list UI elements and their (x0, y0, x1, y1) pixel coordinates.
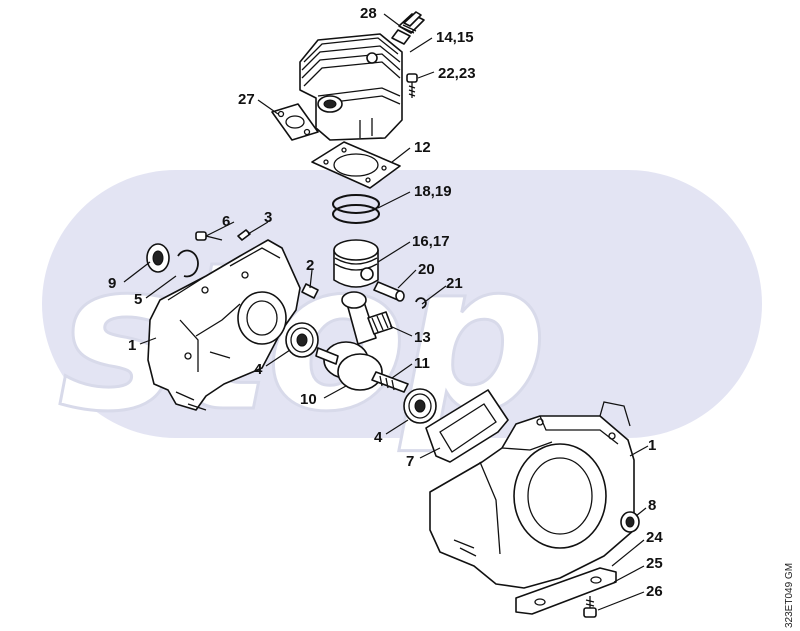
callout-14-15: 14,15 (436, 29, 474, 46)
dowel-pin (301, 283, 319, 299)
piston-pin (373, 281, 405, 302)
callout-28: 28 (360, 5, 377, 22)
callout-24: 24 (646, 529, 663, 546)
crankcase-gasket (425, 389, 509, 463)
circlip-left (177, 249, 199, 278)
callout-20: 20 (418, 261, 435, 278)
piston (333, 239, 379, 288)
pin-3 (237, 229, 251, 241)
crankshaft (315, 291, 409, 393)
callout-6: 6 (222, 213, 230, 230)
callout-7: 7 (406, 453, 414, 470)
muffler-gasket (271, 103, 319, 141)
cylinder-screw (406, 73, 418, 98)
callout-2: 2 (306, 257, 314, 274)
callout-9: 9 (108, 275, 116, 292)
callout-16-17: 16,17 (412, 233, 450, 250)
bracket-screw (583, 596, 597, 618)
callout-27: 27 (238, 91, 255, 108)
piston-pin-circlip (415, 297, 427, 309)
mounting-bracket (515, 567, 617, 615)
callout-labels: 28 14,15 22,23 27 12 18,19 6 3 16,17 2 2… (108, 5, 663, 600)
ball-bearing-left (285, 322, 319, 358)
cylinder (299, 33, 403, 141)
oil-seal-right (620, 511, 640, 533)
cylinder-gasket (311, 141, 401, 189)
callout-26: 26 (646, 583, 663, 600)
callout-8: 8 (648, 497, 656, 514)
callout-4-left: 4 (254, 361, 263, 378)
callout-13: 13 (414, 329, 431, 346)
callout-25: 25 (646, 555, 663, 572)
callout-11: 11 (414, 355, 430, 372)
needle-cage (367, 311, 393, 335)
callout-4-right: 4 (374, 429, 383, 446)
leader-lines (123, 13, 649, 611)
piston-rings (332, 194, 380, 224)
drawing-code: 323ET049 GM (784, 563, 795, 628)
crankcase-left (147, 239, 301, 411)
ball-bearing-right (403, 388, 437, 424)
callout-1-left: 1 (128, 337, 136, 354)
crankcase-right (429, 401, 635, 589)
callout-5: 5 (134, 291, 142, 308)
callout-1-right: 1 (648, 437, 656, 454)
callout-22-23: 22,23 (438, 65, 476, 82)
oil-seal-left (146, 243, 170, 273)
callout-18-19: 18,19 (414, 183, 452, 200)
spark-plug (391, 11, 425, 45)
callout-12: 12 (414, 139, 431, 156)
callout-21: 21 (446, 275, 463, 292)
callout-10: 10 (300, 391, 317, 408)
callout-3: 3 (264, 209, 272, 226)
